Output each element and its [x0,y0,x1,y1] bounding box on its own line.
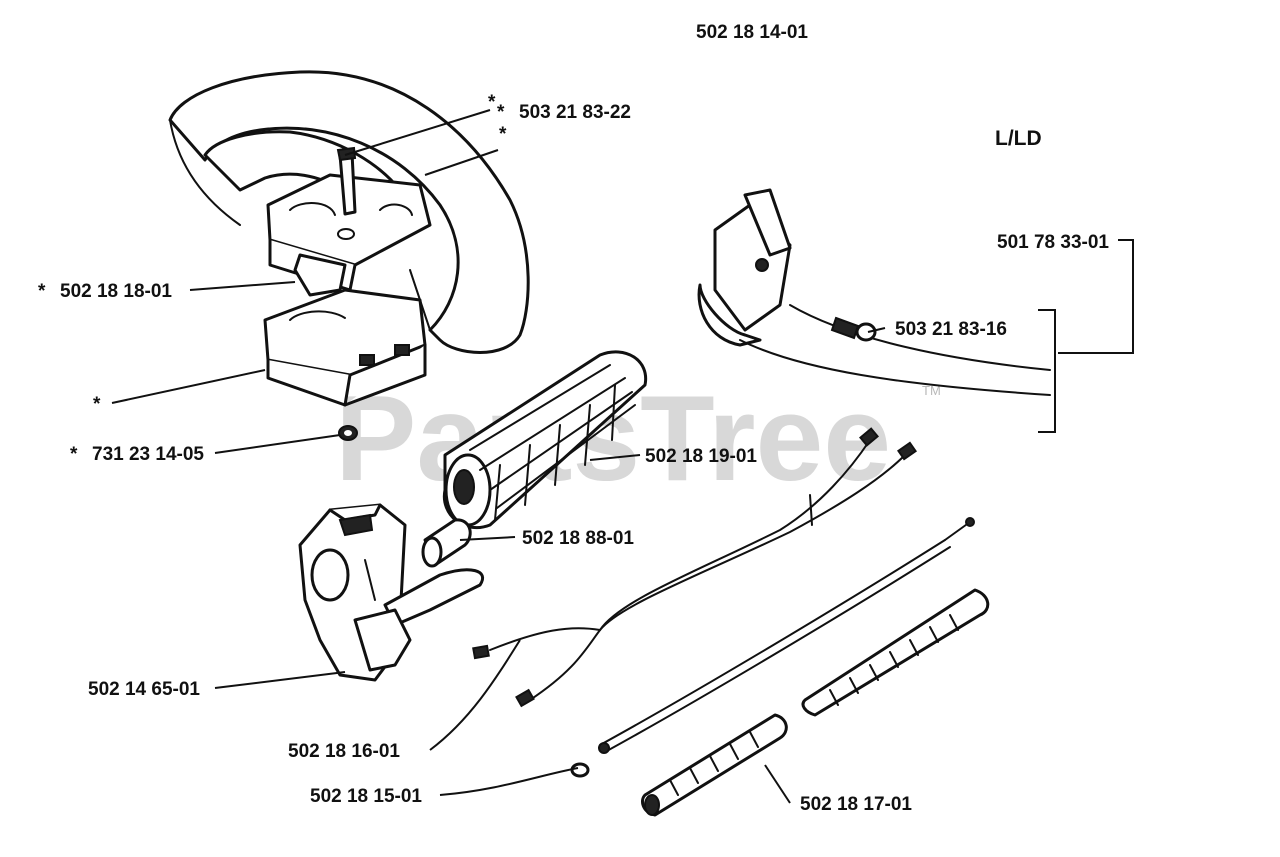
wiring-harness-drawing [472,427,917,708]
label-502-14-65-01: 502 14 65-01 [88,679,200,700]
label-502-18-15-01: 502 18 15-01 [310,786,422,807]
throttle-cable-drawing [570,517,975,778]
asterisk-extra-3: * [93,394,101,415]
loop-handle-drawing [168,70,530,441]
part-labels: * 503 21 83-22 * * * 502 18 18-01 * * 73… [38,92,1109,815]
leader-lines [111,109,1134,804]
label-503-21-83-16: 503 21 83-16 [895,319,1007,340]
asterisk-extra-2: * [499,124,507,145]
clamp-bracket-drawing [697,188,1051,396]
label-502-18-16-01: 502 18 16-01 [288,741,400,762]
throttle-housing-drawing [298,503,484,682]
model-label: L/LD [995,127,1042,150]
label-502-18-88-01: 502 18 88-01 [522,528,634,549]
asterisk-502-18-18-01: * [38,281,46,302]
label-502-18-18-01: 502 18 18-01 [60,281,172,302]
label-502-18-19-01: 502 18 19-01 [645,446,757,467]
asterisk-extra-1: * [497,102,505,123]
watermark-trademark: TM [922,383,941,398]
assembly-number: 502 18 14-01 [696,22,808,43]
asterisk-731-23-14-05: * [70,444,78,465]
label-502-18-17-01: 502 18 17-01 [800,794,912,815]
label-503-21-83-22: 503 21 83-22 [519,102,631,123]
label-731-23-14-05: 731 23 14-05 [92,444,204,465]
spacer-drawing [421,518,472,568]
grip-drawing [442,350,648,530]
asterisk-503-21-83-22: * [488,92,496,113]
label-501-78-33-01: 501 78 33-01 [997,232,1109,253]
spiral-sleeves-drawing [641,588,990,817]
